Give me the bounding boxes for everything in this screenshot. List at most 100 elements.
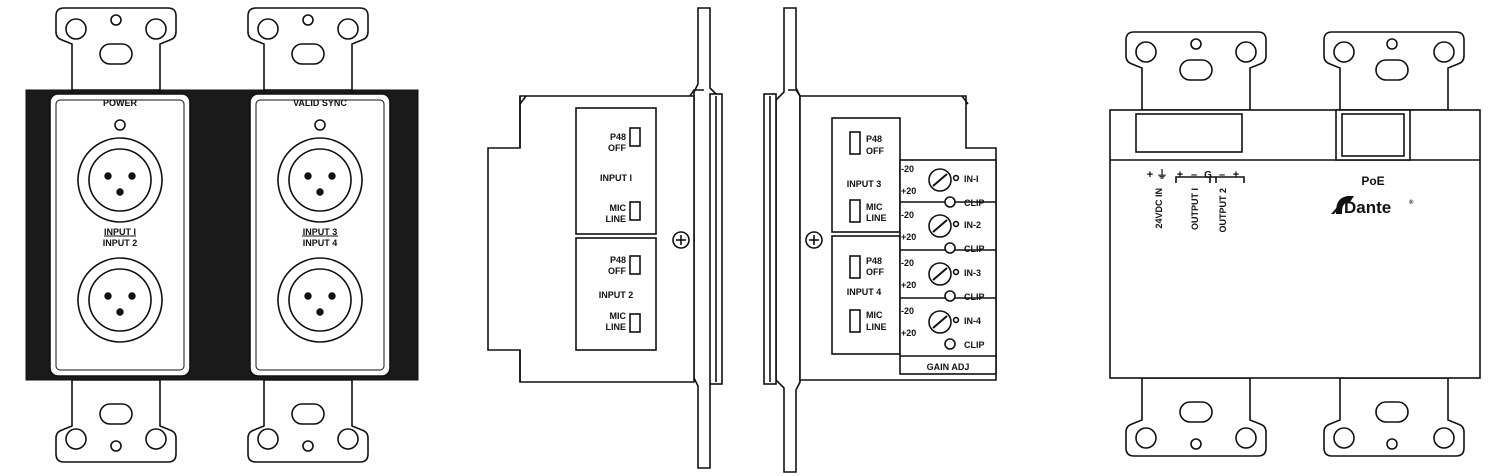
gain-indicator-dot (952, 220, 960, 228)
input-3-label: INPUT 3 (303, 227, 338, 237)
p48-label-4: P48 (866, 256, 882, 266)
line-label-1: LINE (605, 214, 626, 224)
clip-label: CLIP (964, 340, 985, 350)
gain-plus-label: +20 (901, 186, 916, 196)
gain-in-label: IN-2 (964, 220, 981, 230)
front-panel: POWER VALID SYNC INPUT I INPUT 2 INPUT 3… (25, 7, 419, 463)
poe-label: PoE (1361, 174, 1384, 188)
side-view-left: P48 OFF INPUT I MIC LINE P48 OFF INPUT 2… (487, 7, 723, 469)
clip-led-4 (944, 338, 956, 350)
off-label-1: OFF (608, 143, 626, 153)
mic-label-4: MIC (866, 310, 883, 320)
terminal-block-opening (1135, 113, 1243, 153)
p48-switch-2[interactable] (629, 255, 641, 275)
mounting-strap-bottom-right (247, 379, 369, 463)
terminal-plus-2: + (1177, 169, 1183, 181)
gain-plus-label: +20 (901, 280, 916, 290)
input-3-side-label: INPUT 3 (847, 179, 882, 189)
back-strap-top-right (1323, 31, 1465, 111)
clip-label: CLIP (964, 292, 985, 302)
gain-in-label: IN-I (964, 174, 979, 184)
input-1-label: INPUT I (104, 227, 136, 237)
mic-label-1: MIC (610, 203, 627, 213)
input-2-switch-box (575, 237, 657, 351)
xlr-connector-4 (277, 257, 363, 343)
mounting-strap-top-right (247, 7, 369, 91)
xlr-connector-1 (77, 137, 163, 223)
mic-line-switch-4[interactable] (849, 309, 861, 333)
gain-in-label: IN-4 (964, 316, 981, 326)
front-plate-left (49, 93, 191, 377)
clip-label: CLIP (964, 244, 985, 254)
p48-switch-3[interactable] (849, 131, 861, 155)
mic-label-3: MIC (866, 202, 883, 212)
p48-switch-4[interactable] (849, 255, 861, 279)
line-label-2: LINE (605, 322, 626, 332)
input-2-label: INPUT 2 (103, 238, 138, 248)
p48-label-1: P48 (610, 132, 626, 142)
mic-label-2: MIC (610, 311, 627, 321)
clip-led-3 (944, 290, 956, 302)
p48-label-3: P48 (866, 134, 882, 144)
front-plate-right (249, 93, 391, 377)
registered-mark: ® (1409, 199, 1414, 206)
gain-knob-slot (932, 219, 948, 233)
gain-row-1: -20 +20 IN-I CLIP (901, 164, 985, 208)
terminal-plus-3: + (1233, 169, 1239, 181)
off-label-3: OFF (866, 146, 884, 156)
gain-adj-label: GAIN ADJ (927, 362, 970, 372)
dante-label: Dante (1344, 198, 1391, 217)
valid-sync-led (314, 119, 326, 131)
gain-indicator-dot (952, 268, 960, 276)
input-1-side-label: INPUT I (600, 173, 632, 183)
off-label-4: OFF (866, 267, 884, 277)
terminal-g-label: G (1204, 170, 1212, 181)
xlr-connector-2 (77, 257, 163, 343)
input-4-label: INPUT 4 (303, 238, 338, 248)
input-1-switch-box (575, 107, 657, 235)
gain-indicator-dot (952, 316, 960, 324)
mic-line-switch-2[interactable] (629, 313, 641, 333)
mic-line-switch-3[interactable] (849, 199, 861, 223)
label-output-2: OUTPUT 2 (1218, 188, 1228, 233)
xlr-connector-3 (277, 137, 363, 223)
side-screw-left (672, 231, 690, 249)
gain-in-label: IN-3 (964, 268, 981, 278)
gain-knob-slot (932, 173, 948, 187)
power-label: POWER (103, 98, 138, 108)
mic-line-switch-1[interactable] (629, 201, 641, 221)
gain-minus-label: -20 (901, 164, 914, 174)
back-strap-bottom-left (1125, 377, 1267, 457)
line-label-3: LINE (866, 213, 887, 223)
gain-indicator-dot (952, 174, 960, 182)
valid-sync-label: VALID SYNC (293, 98, 347, 108)
line-label-4: LINE (866, 322, 887, 332)
back-chassis (1109, 109, 1481, 379)
gain-knob-slot (932, 315, 948, 329)
clip-led-2 (944, 242, 956, 254)
gain-minus-label: -20 (901, 306, 914, 316)
input-4-side-label: INPUT 4 (847, 287, 882, 297)
terminal-minus-2: – (1219, 169, 1225, 181)
side-view-right: -20+20IN-ICLIP-20+20IN-2CLIP-20+20IN-3CL… (763, 7, 997, 473)
terminal-ground-symbol: ⏚ (1157, 168, 1168, 181)
input-4-switch-box (831, 235, 901, 355)
off-label-2: OFF (608, 266, 626, 276)
power-led (114, 119, 126, 131)
input-2-side-label: INPUT 2 (599, 290, 634, 300)
p48-label-2: P48 (610, 255, 626, 265)
back-strap-bottom-right (1323, 377, 1465, 457)
dante-logo: Dante ® (1331, 196, 1414, 217)
gain-plus-label: +20 (901, 232, 916, 242)
p48-switch-1[interactable] (629, 127, 641, 147)
mounting-strap-top-left (55, 7, 177, 91)
clip-label: CLIP (964, 198, 985, 208)
back-panel: + ⏚ + – G – + 24VDC IN OUTPUT I OUTPUT 2… (1109, 31, 1481, 457)
side-screw-right (805, 231, 823, 249)
terminal-plus-1: + (1147, 169, 1153, 181)
clip-led-1 (944, 196, 956, 208)
